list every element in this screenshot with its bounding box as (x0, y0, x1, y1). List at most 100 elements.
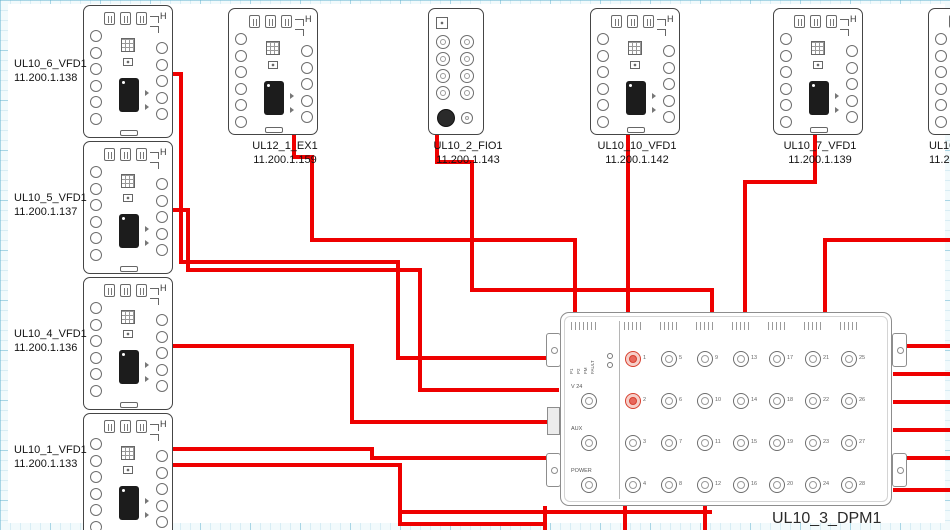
port-number: 8 (679, 481, 683, 487)
cable-right-device-to-dpm[interactable] (823, 238, 950, 313)
dpm-port-22[interactable] (805, 393, 821, 409)
panel-led-label: FAULT (590, 360, 595, 374)
dpm-port-10[interactable] (697, 393, 713, 409)
cable-bottom-run-2[interactable] (398, 512, 543, 526)
port (436, 86, 450, 100)
port (156, 499, 168, 512)
port-pin (737, 397, 745, 405)
dpm-port-4[interactable] (625, 477, 641, 493)
port (235, 82, 247, 95)
dpm-port-16[interactable] (733, 477, 749, 493)
connector-icon (120, 420, 131, 433)
dpm-port-24[interactable] (805, 477, 821, 493)
device-name-label: UL10_5_VFD1 (14, 192, 87, 204)
dpm-port-25[interactable] (841, 351, 857, 367)
panel-row-label: AUX (571, 426, 583, 432)
dpm-port-3[interactable] (625, 435, 641, 451)
dpm-port-14[interactable] (733, 393, 749, 409)
port (90, 351, 102, 364)
dpm-port-15[interactable] (733, 435, 749, 451)
connector-icon (104, 12, 115, 25)
dpm-port-18[interactable] (769, 393, 785, 409)
port (90, 504, 102, 516)
device-ul10-4-vfd1[interactable]: H (83, 277, 173, 410)
device-ul12-1-ex1[interactable]: H (228, 8, 318, 135)
bus-port (437, 109, 455, 127)
cable-vfd1-to-dpm[interactable] (173, 447, 559, 460)
mounting-hole (896, 346, 904, 354)
relay-block (119, 214, 139, 248)
device-ul10-10-vfd1[interactable]: H (590, 8, 680, 135)
port (90, 232, 102, 244)
port (156, 211, 168, 223)
cable-fio1-to-dpm[interactable] (435, 134, 714, 313)
port-pin (585, 439, 593, 447)
port-pin (737, 481, 745, 489)
port-number: 4 (643, 481, 647, 487)
dpm-port-21[interactable] (805, 351, 821, 367)
display-icon (266, 41, 280, 55)
bracket-icon (150, 288, 159, 295)
bracket-icon (840, 19, 849, 26)
port (597, 99, 609, 111)
device-name-label: UL10_10_VFD1 (597, 140, 677, 152)
dpm-port-11[interactable] (697, 435, 713, 451)
port (90, 96, 102, 108)
port (156, 75, 168, 87)
cable-ex1-to-dpm[interactable] (292, 134, 577, 313)
cable-vfd7-to-dpm[interactable] (743, 134, 817, 313)
port (156, 483, 168, 495)
dpm-port-23[interactable] (805, 435, 821, 451)
device-ul10-5-vfd1[interactable]: H (83, 141, 173, 274)
bracket-icon (150, 434, 159, 441)
bottom-connector (810, 127, 828, 133)
port (90, 318, 102, 331)
port (663, 111, 675, 123)
panel-port (581, 393, 597, 409)
dpm-port-26[interactable] (841, 393, 857, 409)
port-pin (464, 90, 470, 96)
dpm-port-17[interactable] (769, 351, 785, 367)
port-pin (773, 481, 781, 489)
port (460, 35, 474, 49)
bottom-connector (265, 127, 283, 133)
dpm-port-20[interactable] (769, 477, 785, 493)
dpm-port-5[interactable] (661, 351, 677, 367)
dpm-port-7[interactable] (661, 435, 677, 451)
port-pin (845, 439, 853, 447)
port-number: 5 (679, 355, 683, 361)
cable-vfd1-bottom-run[interactable] (173, 463, 712, 514)
port (935, 99, 947, 111)
device-ul10-6-vfd1[interactable]: H (83, 5, 173, 138)
dpm-port-6[interactable] (661, 393, 677, 409)
dpm-port-8[interactable] (661, 477, 677, 493)
dpm-port-2[interactable] (625, 393, 641, 409)
device-ul10-1-vfd1[interactable]: H (83, 413, 173, 530)
dpm-port-1[interactable] (625, 351, 641, 367)
button-icon (123, 194, 133, 202)
dpm-port-28[interactable] (841, 477, 857, 493)
device-ul10-7-vfd1[interactable]: H (773, 8, 863, 135)
port (156, 244, 168, 256)
cable-vfd4-to-dpm[interactable] (173, 344, 559, 424)
dpm-port-9[interactable] (697, 351, 713, 367)
port-number: 9 (715, 355, 719, 361)
port (90, 368, 102, 380)
dpm-port-13[interactable] (733, 351, 749, 367)
dpm-port-27[interactable] (841, 435, 857, 451)
bracket-icon (150, 16, 159, 23)
port (156, 227, 168, 240)
display-icon (121, 310, 135, 324)
dpm-port-19[interactable] (769, 435, 785, 451)
cable-vfd6-to-dpm[interactable] (173, 72, 559, 360)
cable-vfd5-to-dpm[interactable] (173, 208, 559, 392)
device-ul10-right-partial[interactable]: H (928, 8, 950, 135)
device-ul10-2-fio1[interactable] (428, 8, 484, 135)
dpm-port-12[interactable] (697, 477, 713, 493)
bracket-icon (150, 298, 159, 305)
port-number: 27 (859, 439, 866, 445)
